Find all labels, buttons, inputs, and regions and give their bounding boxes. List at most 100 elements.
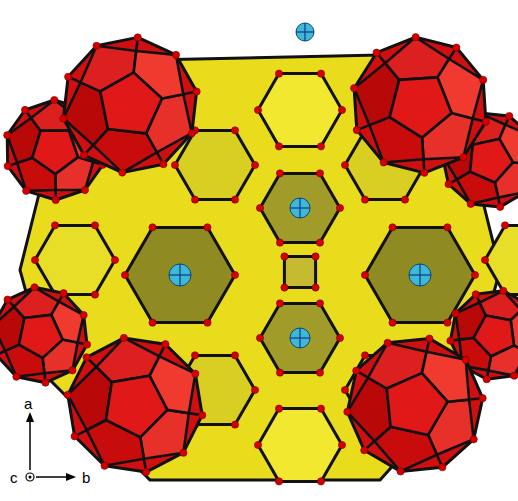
vertex-atom — [281, 253, 288, 260]
vertex-atom — [511, 372, 518, 379]
vertex-atom — [480, 76, 487, 83]
vertex-atom — [192, 370, 199, 377]
vertex-atom — [180, 449, 187, 456]
vertex-atom — [71, 433, 78, 440]
vertex-atom — [351, 85, 358, 92]
vertex-atom — [338, 106, 345, 113]
vertex-atom — [231, 271, 238, 278]
vertex-atom — [444, 224, 451, 231]
guest-atom — [409, 264, 431, 286]
dodecahedra — [0, 34, 518, 476]
vertex-atom — [389, 319, 396, 326]
vertex-atom — [445, 181, 452, 188]
vertex-atom — [412, 34, 419, 41]
dodecahedron — [351, 34, 490, 177]
vertex-atom — [143, 468, 150, 475]
vertex-atom — [353, 127, 360, 134]
vertex-atom — [470, 436, 477, 443]
vertex-atom — [4, 132, 11, 139]
vertex-atom — [275, 70, 282, 77]
vertex-atom — [60, 290, 67, 297]
vertex-atom — [4, 296, 11, 303]
hexagonal-face — [260, 173, 340, 242]
vertex-atom — [4, 163, 11, 170]
vertex-atom — [251, 386, 258, 393]
vertex-atom — [42, 379, 49, 386]
vertex-atom — [316, 239, 323, 246]
vertex-atom — [421, 169, 428, 176]
vertex-atom — [471, 271, 478, 278]
vertex-atom — [256, 334, 263, 341]
vertex-atom — [344, 408, 351, 415]
vertex-atom — [316, 369, 323, 376]
vertex-atom — [52, 196, 59, 203]
vertex-atom — [31, 256, 38, 263]
vertex-atom — [91, 291, 98, 298]
vertex-atom — [483, 376, 490, 383]
vertex-atom — [336, 334, 343, 341]
dodecahedron — [60, 34, 200, 176]
vertex-atom — [120, 334, 127, 341]
vertex-atom — [397, 468, 404, 475]
hexagonal-face — [35, 225, 115, 294]
vertex-atom — [93, 42, 100, 49]
axis-c-dot — [29, 476, 32, 479]
vertex-atom — [121, 271, 128, 278]
axis-triad — [26, 412, 76, 481]
vertex-atom — [276, 239, 283, 246]
vertex-atom — [81, 186, 88, 193]
vertex-atom — [21, 106, 28, 113]
vertex-atom — [204, 224, 211, 231]
vertex-atom — [389, 224, 396, 231]
vertex-atom — [23, 187, 30, 194]
vertex-atom — [276, 369, 283, 376]
atom-mark — [304, 23, 305, 41]
dodecahedron — [64, 334, 206, 475]
dodecahedron — [0, 284, 91, 387]
vertex-atom — [171, 161, 178, 168]
vertex-atom — [482, 118, 489, 125]
vertex-atom — [91, 222, 98, 229]
vertex-atom — [162, 341, 169, 348]
vertex-atom — [453, 44, 460, 51]
vertex-atom — [119, 169, 126, 176]
vertex-atom — [501, 222, 508, 229]
vertex-atom — [481, 256, 488, 263]
vertex-atom — [439, 464, 446, 471]
vertex-atom — [275, 143, 282, 150]
yellow-cage-region — [20, 55, 500, 480]
vertex-atom — [384, 339, 391, 346]
vertex-atom — [506, 112, 513, 119]
vertex-atom — [134, 34, 141, 41]
vertex-atom — [51, 222, 58, 229]
vertex-atom — [69, 367, 76, 374]
vertex-atom — [254, 106, 261, 113]
vertex-atom — [317, 478, 324, 485]
vertex-atom — [373, 49, 380, 56]
vertex-atom — [276, 300, 283, 307]
atom-mark — [179, 264, 180, 286]
vertex-atom — [231, 352, 238, 359]
vertex-atom — [254, 441, 261, 448]
vertex-atom — [479, 395, 486, 402]
vertex-atom — [426, 335, 433, 342]
vertex-atom — [191, 352, 198, 359]
vertex-atom — [172, 51, 179, 58]
vertex-atom — [188, 130, 195, 137]
vertex-atom — [361, 196, 368, 203]
vertex-atom — [31, 284, 38, 291]
vertex-atom — [101, 462, 108, 469]
vertex-atom — [341, 161, 348, 168]
vertex-atom — [281, 284, 288, 291]
axis-c-symbol — [26, 473, 34, 481]
vertex-atom — [380, 159, 387, 166]
hexagonal-face — [485, 225, 518, 294]
tetrakaidecahedra — [20, 55, 518, 485]
hexagonal-face — [284, 256, 315, 287]
atom-mark — [419, 264, 420, 286]
vertex-atom — [472, 291, 479, 298]
vertex-atom — [444, 319, 451, 326]
hexagonal-face — [175, 130, 255, 199]
vertex-atom — [275, 478, 282, 485]
